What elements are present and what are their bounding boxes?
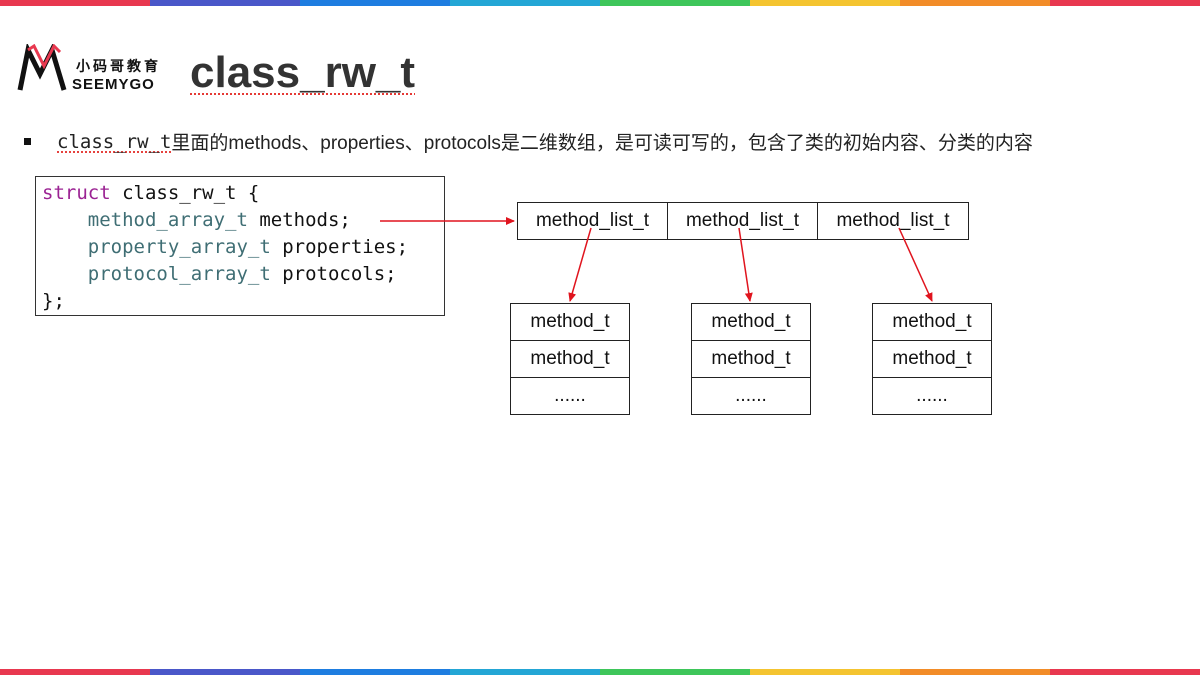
- stripe-segment: [450, 0, 600, 6]
- method-cell: ......: [554, 385, 586, 406]
- slide-title: class_rw_t: [190, 48, 416, 97]
- stripe-segment: [0, 669, 150, 675]
- stripe-segment: [900, 0, 1050, 6]
- code-type: method_array_t: [87, 209, 248, 231]
- method-list-array: method_list_t method_list_t method_list_…: [517, 202, 969, 240]
- method-cell: ......: [916, 385, 948, 406]
- method-list-cell: method_list_t: [836, 210, 950, 231]
- stripe-segment: [0, 0, 150, 6]
- stripe-segment: [150, 0, 300, 6]
- bullet-code: class_rw_t: [57, 130, 172, 153]
- code-text: };: [42, 290, 65, 312]
- method-cell: ......: [735, 385, 767, 406]
- stripe-segment: [750, 669, 900, 675]
- method-cell: method_t: [692, 304, 810, 341]
- stripe-segment: [600, 0, 750, 6]
- stripe-segment: [1050, 0, 1200, 6]
- stripe-segment: [750, 0, 900, 6]
- seemygo-logo: 小码哥教育 SEEMYGO: [16, 42, 176, 98]
- bottom-color-stripe: [0, 669, 1200, 675]
- bullet-point: class_rw_t 里面的methods、properties、protoco…: [24, 128, 1033, 155]
- code-type: protocol_array_t: [87, 263, 271, 285]
- top-color-stripe: [0, 0, 1200, 6]
- stripe-segment: [600, 669, 750, 675]
- code-text: protocols;: [270, 263, 397, 285]
- struct-code-block: struct class_rw_t { method_array_t metho…: [35, 176, 445, 316]
- bullet-square-icon: [24, 138, 31, 145]
- stripe-segment: [300, 669, 450, 675]
- stripe-segment: [150, 669, 300, 675]
- stripe-segment: [900, 669, 1050, 675]
- method-column: method_t method_t ......: [691, 303, 811, 415]
- slide-header: 小码哥教育 SEEMYGO class_rw_t: [0, 6, 1200, 114]
- method-cell: method_t: [873, 341, 991, 378]
- method-cell: method_t: [511, 304, 629, 341]
- code-keyword: struct: [42, 182, 111, 204]
- stripe-segment: [300, 0, 450, 6]
- method-column: method_t method_t ......: [510, 303, 630, 415]
- code-text: class_rw_t {: [110, 182, 260, 204]
- code-type: property_array_t: [87, 236, 271, 258]
- code-text: properties;: [270, 236, 409, 258]
- method-cell: method_t: [692, 341, 810, 378]
- code-text: methods;: [247, 209, 351, 231]
- logo-cn-text: 小码哥教育: [76, 59, 161, 75]
- method-list-cell: method_list_t: [668, 203, 818, 239]
- method-column: method_t method_t ......: [872, 303, 992, 415]
- method-cell: method_t: [511, 341, 629, 378]
- bullet-text: 里面的methods、properties、protocols是二维数组，是可读…: [171, 133, 1033, 154]
- method-list-cell: method_list_t: [518, 203, 668, 239]
- logo-mark-icon: [17, 42, 67, 91]
- stripe-segment: [1050, 669, 1200, 675]
- method-cell: method_t: [873, 304, 991, 341]
- logo-en-text: SEEMYGO: [72, 76, 155, 93]
- stripe-segment: [450, 669, 600, 675]
